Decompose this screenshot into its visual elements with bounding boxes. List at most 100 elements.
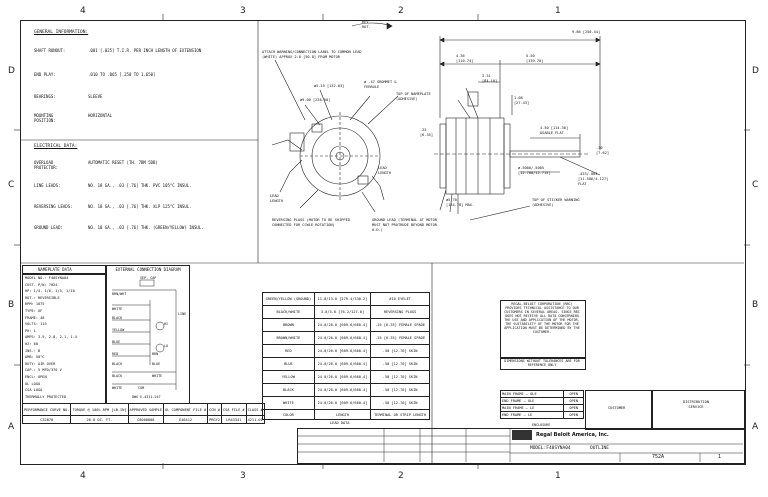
nameplate-line: CAP.: 5 MFD/370 V [25,368,62,373]
nameplate-line: CSA LOGO [25,388,43,393]
dim-overall: 9.86 [250.44] [572,30,601,34]
conn-brn: BRN [152,352,159,356]
enclosure-value-cell: OPEN [563,411,584,419]
zone-left-c: C [8,180,15,190]
zone-bottom-1: 1 [555,471,561,481]
connection-title: EXTERNAL CONNECTION DIAGRAM [115,267,181,272]
conn-dwg-note: DWG E-4311-247 [132,395,161,399]
shaft-runout-value: .001 [.025] T.I.R. PER INCH LENGTH OF EX… [88,48,202,53]
zone-top-3: 3 [240,6,246,16]
dim-e: 4.50 [114.30] USABLE FLAT [540,126,569,135]
lead-footer-cell: TERMINAL OR STRIP LENGTH [370,409,430,420]
conn-lo: LO [164,344,169,348]
callout-d1: ø5.19 [132.03] [314,84,345,88]
nameplate-line: HP: 1/4, 1/6, 1/5, 1/10 [25,289,75,294]
bearings-value: SLEEVE [88,94,103,99]
drawing-number: 752A [652,454,665,460]
conn-brn-wht: BRN/WHT [112,292,127,296]
distribution-label: DISTRIBUTION SERVICE [683,400,709,409]
conn-sep-cap: SEP. CAP [140,276,157,280]
lead-data-title: LEAD DATA [330,421,350,425]
lead-data-table: GREEN/YELLOW (GROUND)11.0/13.0 [279.4/33… [262,292,430,420]
mounting-value: HORIZONTAL [88,113,113,118]
dim-shaft: ø.5000/.5005 [12.700/12.713] [518,166,551,175]
nameplate-line: HZ: 60 [25,342,38,346]
lead-footer-cell: LENGTH [313,409,372,420]
perf-approved: C8000808 [127,415,165,424]
zone-right-c: C [752,180,759,190]
conn-hi: HI [164,322,169,326]
callout-rev-rot: REV. ROT. [362,20,371,29]
company-logo [512,430,532,440]
nameplate-line: THERMALLY PROTECTED [25,394,67,399]
dim-c: 3.31 [84.10] [482,74,498,83]
dims-note: DIMENSIONS WITHOUT TOLERANCES ARE FOR RE… [504,359,580,367]
callout-reversing-plugs: REVERSING PLUGS (MOTOR TO BE SHIPPED CON… [272,218,350,227]
callout-lead-length-right: LEAD LENGTH [378,166,391,175]
nameplate-line: FRAME: 48 [25,315,45,320]
drawing-frame [20,20,746,465]
electrical-heading: ELECTRICAL DATA: [34,144,78,149]
customer-label: CUSTOMER [608,406,626,410]
zone-left-b: B [8,300,15,310]
disclaimer-text: REGAL-BELOIT CORPORATION (RBC) PROVIDES … [504,302,580,334]
callout-grommet: ø .47 GROMMET & FERRULE [364,80,397,89]
distribution-box [651,390,745,430]
conn-white-2: WHITE [152,374,163,378]
conn-com: COM [138,386,145,390]
callout-attach-label: ATTACH WARNING/CONNECTION LABEL TO COMMO… [262,50,362,59]
zone-left-d: D [8,66,15,76]
nameplate-line: ENCL: OPEN [25,375,47,379]
enclosure-label: ENCLOSURE [532,423,551,427]
dim-f: .30 [7.62] [596,146,609,155]
conn-black: BLACK [112,316,123,320]
zone-bottom-2: 2 [398,471,404,481]
conn-black-3: BLACK [112,374,123,378]
conn-line: LINE [178,312,187,316]
line-leads-label: LINE LEADS: [34,183,61,188]
dim-g: .25 [6.35] [420,128,433,137]
ground-lead-value: NO. 18 GA., .03 [.76] THK. (GREEN/YELLOW… [88,225,204,230]
zone-top-4: 4 [80,6,86,16]
zone-top-1: 1 [555,6,561,16]
overload-label: OVERLOAD PROTECTOR: [34,160,59,170]
conn-white: WHITE [112,307,123,311]
nameplate-line: INS.: B [25,348,41,353]
bearings-label: BEARINGS: [34,94,56,99]
end-play-label: END PLAY: [34,72,56,77]
callout-sticker: TOP OF STICKER WARNING (ADHESIVE) [532,198,580,207]
end-play-value: .010 TO .065 [.250 TO 1.650] [88,72,156,77]
dims-note-box [500,358,586,370]
customer-box [585,390,653,430]
shaft-runout-label: SHAFT RUNOUT: [34,48,66,53]
nameplate-line: VOLTS: 115 [25,322,47,327]
conn-blue: BLUE [112,340,121,344]
company-name: Regal Beloit America, Inc. [536,432,609,438]
perf-ul: E46412 [162,415,209,424]
conn-red: RED [112,352,119,356]
callout-lead-length-left: LEAD LENGTH [270,194,283,203]
nameplate-line: MODEL NO.: F48SYNA04 [25,276,69,280]
zone-right-a: A [752,422,759,432]
reversing-leads-label: REVERSING LEADS: [34,204,73,209]
dim-b: 5.50 [139.70] [526,54,544,63]
nameplate-line: PH: 1 [25,328,36,333]
disclaimer-box [500,300,586,358]
dim-d: 1.08 [27.43] [514,96,530,105]
callout-nameplate-top: TOP OF NAMEPLATE (ADHESIVE) [396,92,431,101]
zone-bottom-3: 3 [240,471,246,481]
zone-bottom-4: 4 [80,471,86,481]
performance-table: PERFORMANCE CURVE NO. TORQUE @ 100% RPM … [21,403,265,424]
nameplate-line: AMB: 50°C [25,355,45,360]
reversing-leads-value: NO. 18 GA., .03 [.76] THK. XLP 125°C INS… [88,204,192,209]
nameplate-line: RPM: 1075 [25,302,45,307]
callout-max-dia: ø5.70 [144.78] MAX. [446,198,475,207]
outline-label: OUTLINE [590,446,609,451]
